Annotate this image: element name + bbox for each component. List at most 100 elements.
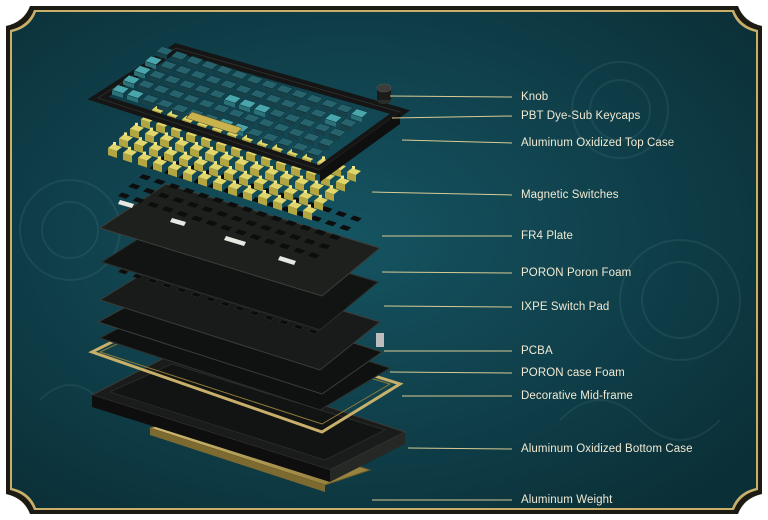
switch-top [265,168,279,175]
label-top-case: Aluminum Oxidized Top Case [521,137,675,149]
keycap-side [250,94,261,103]
plate-cutout [176,210,189,218]
plate-cutout [128,183,141,190]
keycap-top [141,94,160,104]
switch-body [224,172,233,182]
switch-stem [274,180,277,184]
switch-body [288,205,297,216]
keycap-side [127,94,138,103]
switch-body [269,186,278,197]
switch-body [291,167,300,178]
switch-body [216,143,225,154]
switch-top [168,163,182,171]
switch-body [265,172,274,182]
switch-top [288,201,302,209]
switch-body [130,128,139,139]
keycap-top [208,89,227,99]
keycap-top [253,103,272,114]
switch-stem [113,142,116,145]
leader-line [381,271,513,274]
plate-cutout [161,206,174,213]
switch-stem [304,190,307,193]
keycap-top [227,108,246,118]
keycap-top [317,137,336,147]
keycap-side [145,61,156,70]
keycap-top [261,132,280,142]
keycap-top [182,94,201,104]
switch-top [119,134,133,142]
keycap-top [305,94,324,104]
switch-body [153,162,162,173]
switch-body [228,186,237,197]
plate-cutout [147,201,160,208]
plate-cutout [234,229,247,236]
keycap-top [298,118,317,128]
plate-cutout [270,215,283,222]
switch-stem [229,166,232,169]
keycap-side [138,85,149,94]
plate-cutout [139,174,151,181]
switch-stem [173,161,176,165]
keycap-top [306,146,325,157]
pcba-connector [376,333,384,347]
switch-top [295,177,309,185]
plate-cutout [153,178,166,185]
switch-body [336,181,345,192]
switch-body [186,133,195,144]
keycap-side [306,99,317,108]
switch-body [198,176,207,187]
switch-top [235,158,249,166]
switch-stem [139,137,142,141]
keycap-side [284,118,295,127]
switch-stem [135,122,138,126]
switch-stem [169,146,172,150]
keycap-side [261,85,272,94]
keycap-side [280,104,291,113]
keycap-side [201,66,212,74]
keycap-top [302,132,321,142]
keycap-side [269,114,280,122]
keycap-top [170,50,189,61]
keycap-side [318,142,329,151]
switch-body [175,143,184,154]
plate-cutout [186,201,199,208]
leader-line [407,447,513,450]
keycap-side [190,75,201,84]
plate-cutout [278,243,291,250]
leader-line [401,139,513,144]
switch-stem [352,166,355,169]
switch-stem [289,185,292,189]
switch-body [108,148,117,158]
switch-top [273,196,287,204]
label-switches: Magnetic Switches [521,189,619,201]
plate-cutout [314,229,327,236]
keycap-top [171,103,190,114]
label-switch-pad: IXPE Switch Pad [521,301,610,313]
switch-top [130,124,144,132]
switch-top [314,196,328,204]
switch-body [325,191,334,202]
switch-stem [322,156,325,160]
keycap-side [160,66,171,74]
switch-body [194,162,203,173]
plate-cutout [220,224,233,231]
switch-body [141,119,150,130]
pad-hole [307,328,319,335]
label-bottom-case: Aluminum Oxidized Bottom Case [521,443,693,455]
plate-cutout [245,220,258,227]
switch-stem [300,175,303,179]
switch-top [303,206,317,214]
plate-cutout [212,197,224,204]
plate-cutout [182,187,195,195]
switch-top [123,148,137,156]
switch-stem [259,175,262,179]
switch-stem [293,199,296,203]
keycap-side [329,133,340,142]
label-weight: Aluminum Weight [521,494,613,506]
switch-body [243,191,252,202]
switch-stem [124,132,127,136]
plate-cutout [132,197,145,204]
switch-top [220,153,234,161]
switch-stem [199,156,202,160]
keycap-top [126,89,145,99]
